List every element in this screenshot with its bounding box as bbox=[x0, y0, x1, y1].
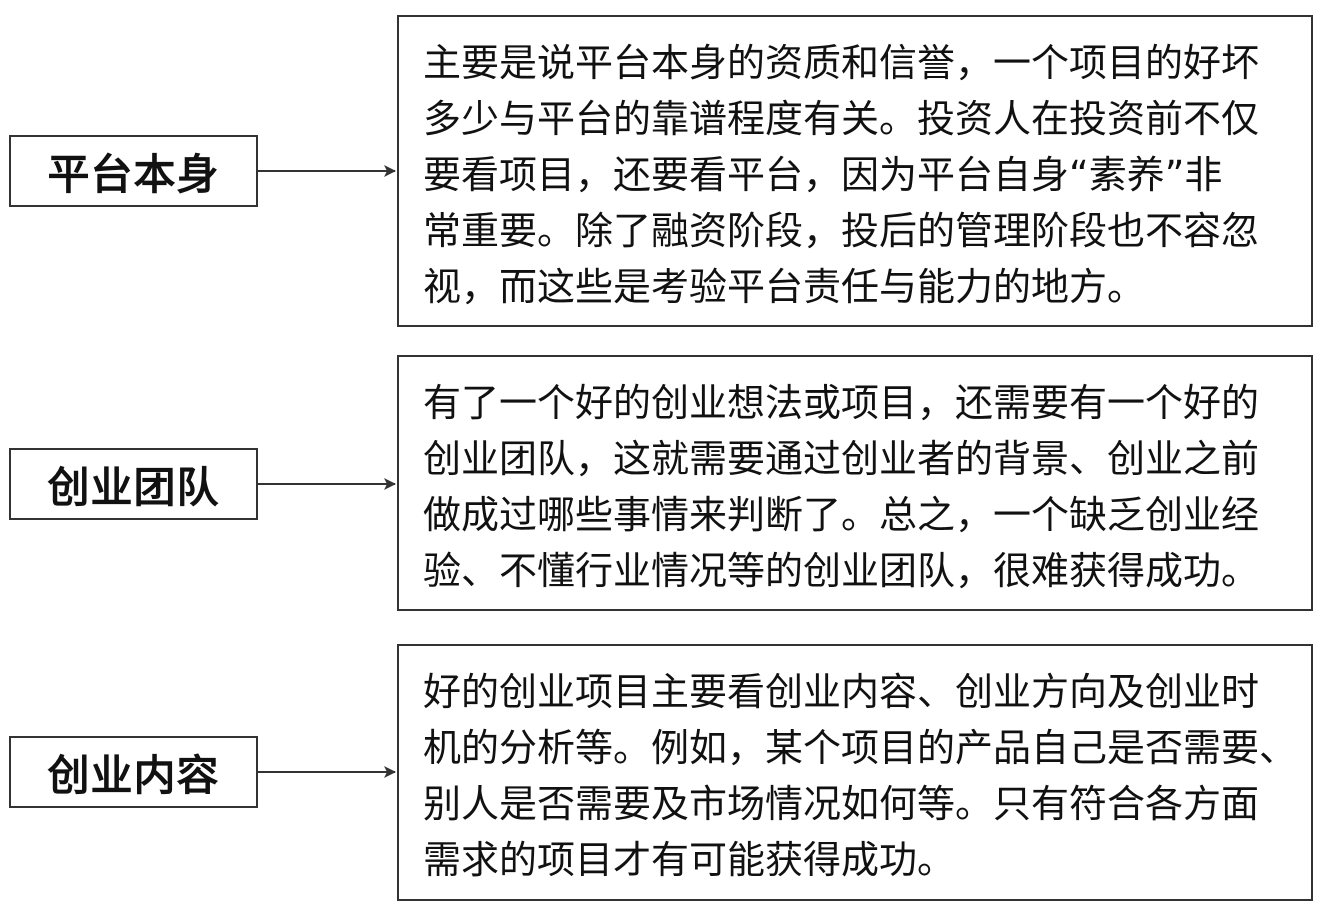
label-box-platform: 平台本身 bbox=[9, 135, 258, 207]
description-line: 常重要。除了融资阶段，投后的管理阶段也不容忽 bbox=[423, 209, 1260, 253]
description-line: 视，而这些是考验平台责任与能力的地方。 bbox=[423, 265, 1146, 309]
description-line: 验、不懂行业情况等的创业团队，很难获得成功。 bbox=[423, 549, 1260, 593]
description-line: 主要是说平台本身的资质和信誉，一个项目的好坏 bbox=[423, 41, 1260, 85]
description-line: 机的分析等。例如，某个项目的产品自己是否需要、 bbox=[423, 726, 1298, 770]
label-box-content: 创业内容 bbox=[9, 736, 258, 808]
description-line: 有了一个好的创业想法或项目，还需要有一个好的 bbox=[423, 381, 1260, 425]
label-content: 创业内容 bbox=[47, 750, 220, 800]
description-line: 要看项目，还要看平台，因为平台自身“素养”非 bbox=[423, 153, 1223, 197]
description-line: 好的创业项目主要看创业内容、创业方向及创业时 bbox=[423, 670, 1260, 714]
description-line: 别人是否需要及市场情况如何等。只有符合各方面 bbox=[423, 782, 1260, 826]
description-content: 好的创业项目主要看创业内容、创业方向及创业时 机的分析等。例如，某个项目的产品自… bbox=[423, 664, 1298, 888]
description-platform: 主要是说平台本身的资质和信誉，一个项目的好坏 多少与平台的靠谱程度有关。投资人在… bbox=[423, 35, 1289, 315]
description-line: 多少与平台的靠谱程度有关。投资人在投资前不仅 bbox=[423, 97, 1260, 141]
description-line: 做成过哪些事情来判断了。总之，一个缺乏创业经 bbox=[423, 493, 1260, 537]
description-box-content: 好的创业项目主要看创业内容、创业方向及创业时 机的分析等。例如，某个项目的产品自… bbox=[397, 644, 1313, 901]
description-box-team: 有了一个好的创业想法或项目，还需要有一个好的 创业团队，这就需要通过创业者的背景… bbox=[397, 355, 1313, 611]
description-line: 需求的项目才有可能获得成功。 bbox=[423, 838, 956, 882]
label-team: 创业团队 bbox=[47, 462, 220, 512]
label-platform: 平台本身 bbox=[47, 149, 220, 199]
description-box-platform: 主要是说平台本身的资质和信誉，一个项目的好坏 多少与平台的靠谱程度有关。投资人在… bbox=[397, 15, 1313, 327]
description-line: 创业团队，这就需要通过创业者的背景、创业之前 bbox=[423, 437, 1260, 481]
label-box-team: 创业团队 bbox=[9, 448, 258, 520]
description-team: 有了一个好的创业想法或项目，还需要有一个好的 创业团队，这就需要通过创业者的背景… bbox=[423, 375, 1289, 599]
